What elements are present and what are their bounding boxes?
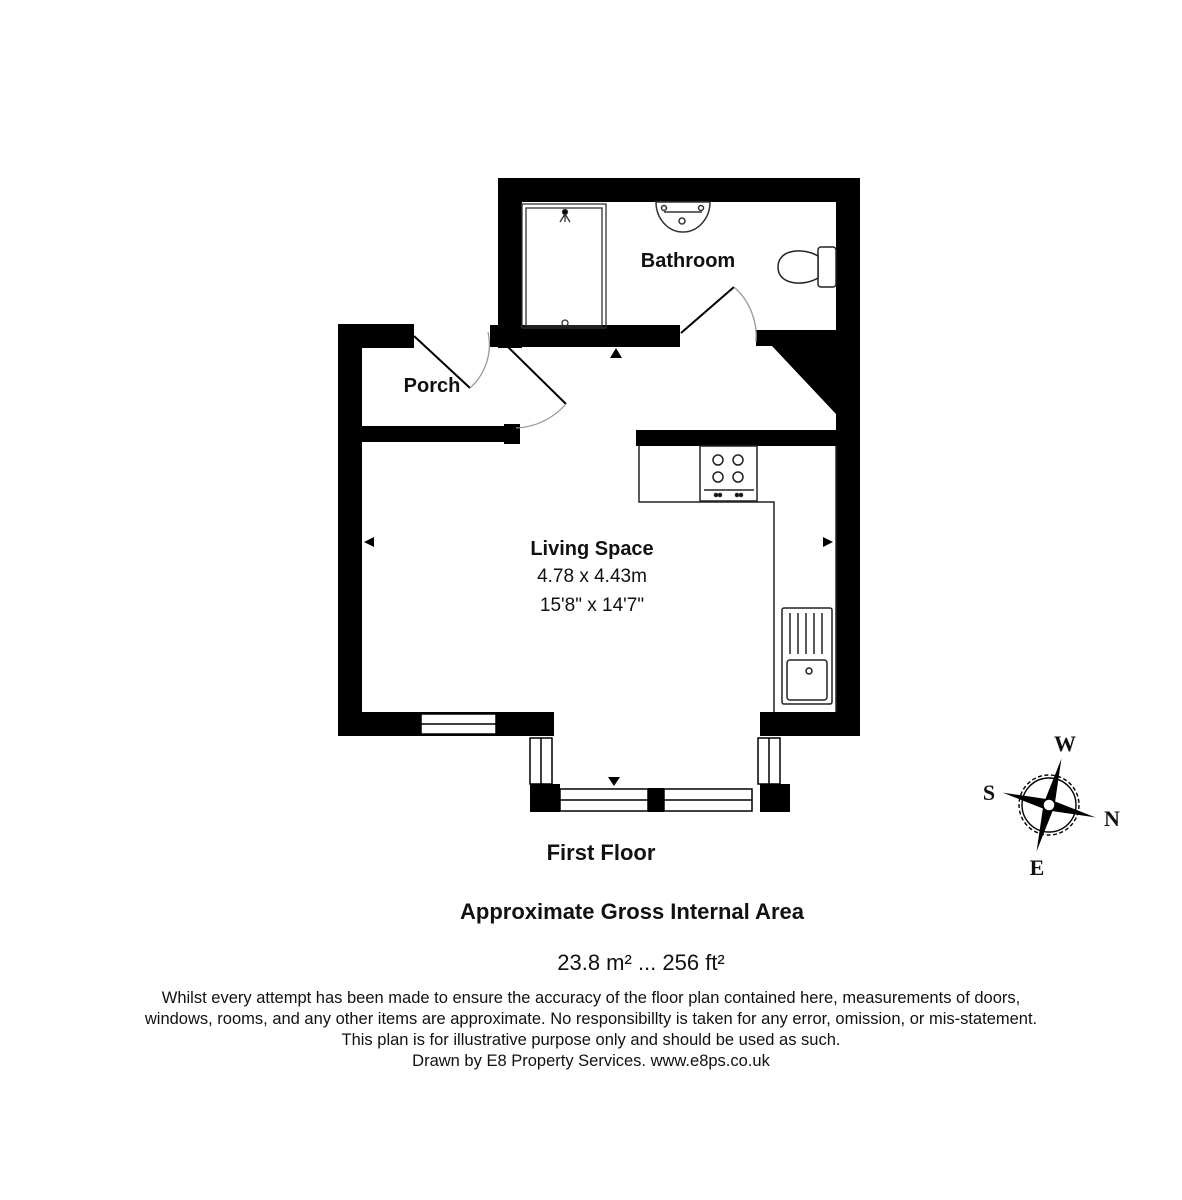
compass-label-top: W <box>1054 731 1076 756</box>
living-space-dimensions-metric: 4.78 x 4.43m <box>537 566 647 587</box>
toilet-fixture <box>777 246 837 288</box>
shower-tray-fixture <box>521 203 607 329</box>
living-space-dimensions-imperial: 15'8" x 14'7" <box>539 595 645 616</box>
floor-title: First Floor <box>546 840 656 865</box>
room-label-porch: Porch <box>403 375 461 397</box>
disclaimer-line: windows, rooms, and any other items are … <box>144 1010 1038 1028</box>
hob-fixture <box>699 445 758 502</box>
walls <box>338 178 860 812</box>
disclaimer: Whilst every attempt has been made to en… <box>0 988 1182 1072</box>
doors <box>413 286 757 429</box>
windows <box>420 713 781 812</box>
compass-icon <box>1002 758 1096 852</box>
room-label-living-space: Living Space <box>530 538 654 560</box>
dimension-arrows <box>364 348 833 786</box>
area-title: Approximate Gross Internal Area <box>460 899 804 924</box>
disclaimer-line: This plan is for illustrative purpose on… <box>341 1031 841 1049</box>
kitchen-worktop <box>638 446 837 712</box>
compass-label-bottom: E <box>1029 855 1045 880</box>
disclaimer-credit: Drawn by E8 Property Services. www.e8ps.… <box>412 1052 770 1070</box>
sink-fixture <box>781 607 833 705</box>
compass-label-right: N <box>1104 806 1120 831</box>
room-label-bathroom: Bathroom <box>640 250 736 272</box>
compass-label-left: S <box>982 780 996 805</box>
area-value: 23.8 m² ... 256 ft² <box>557 950 725 975</box>
wash-basin-fixture <box>655 201 711 233</box>
disclaimer-line: Whilst every attempt has been made to en… <box>161 989 1021 1007</box>
